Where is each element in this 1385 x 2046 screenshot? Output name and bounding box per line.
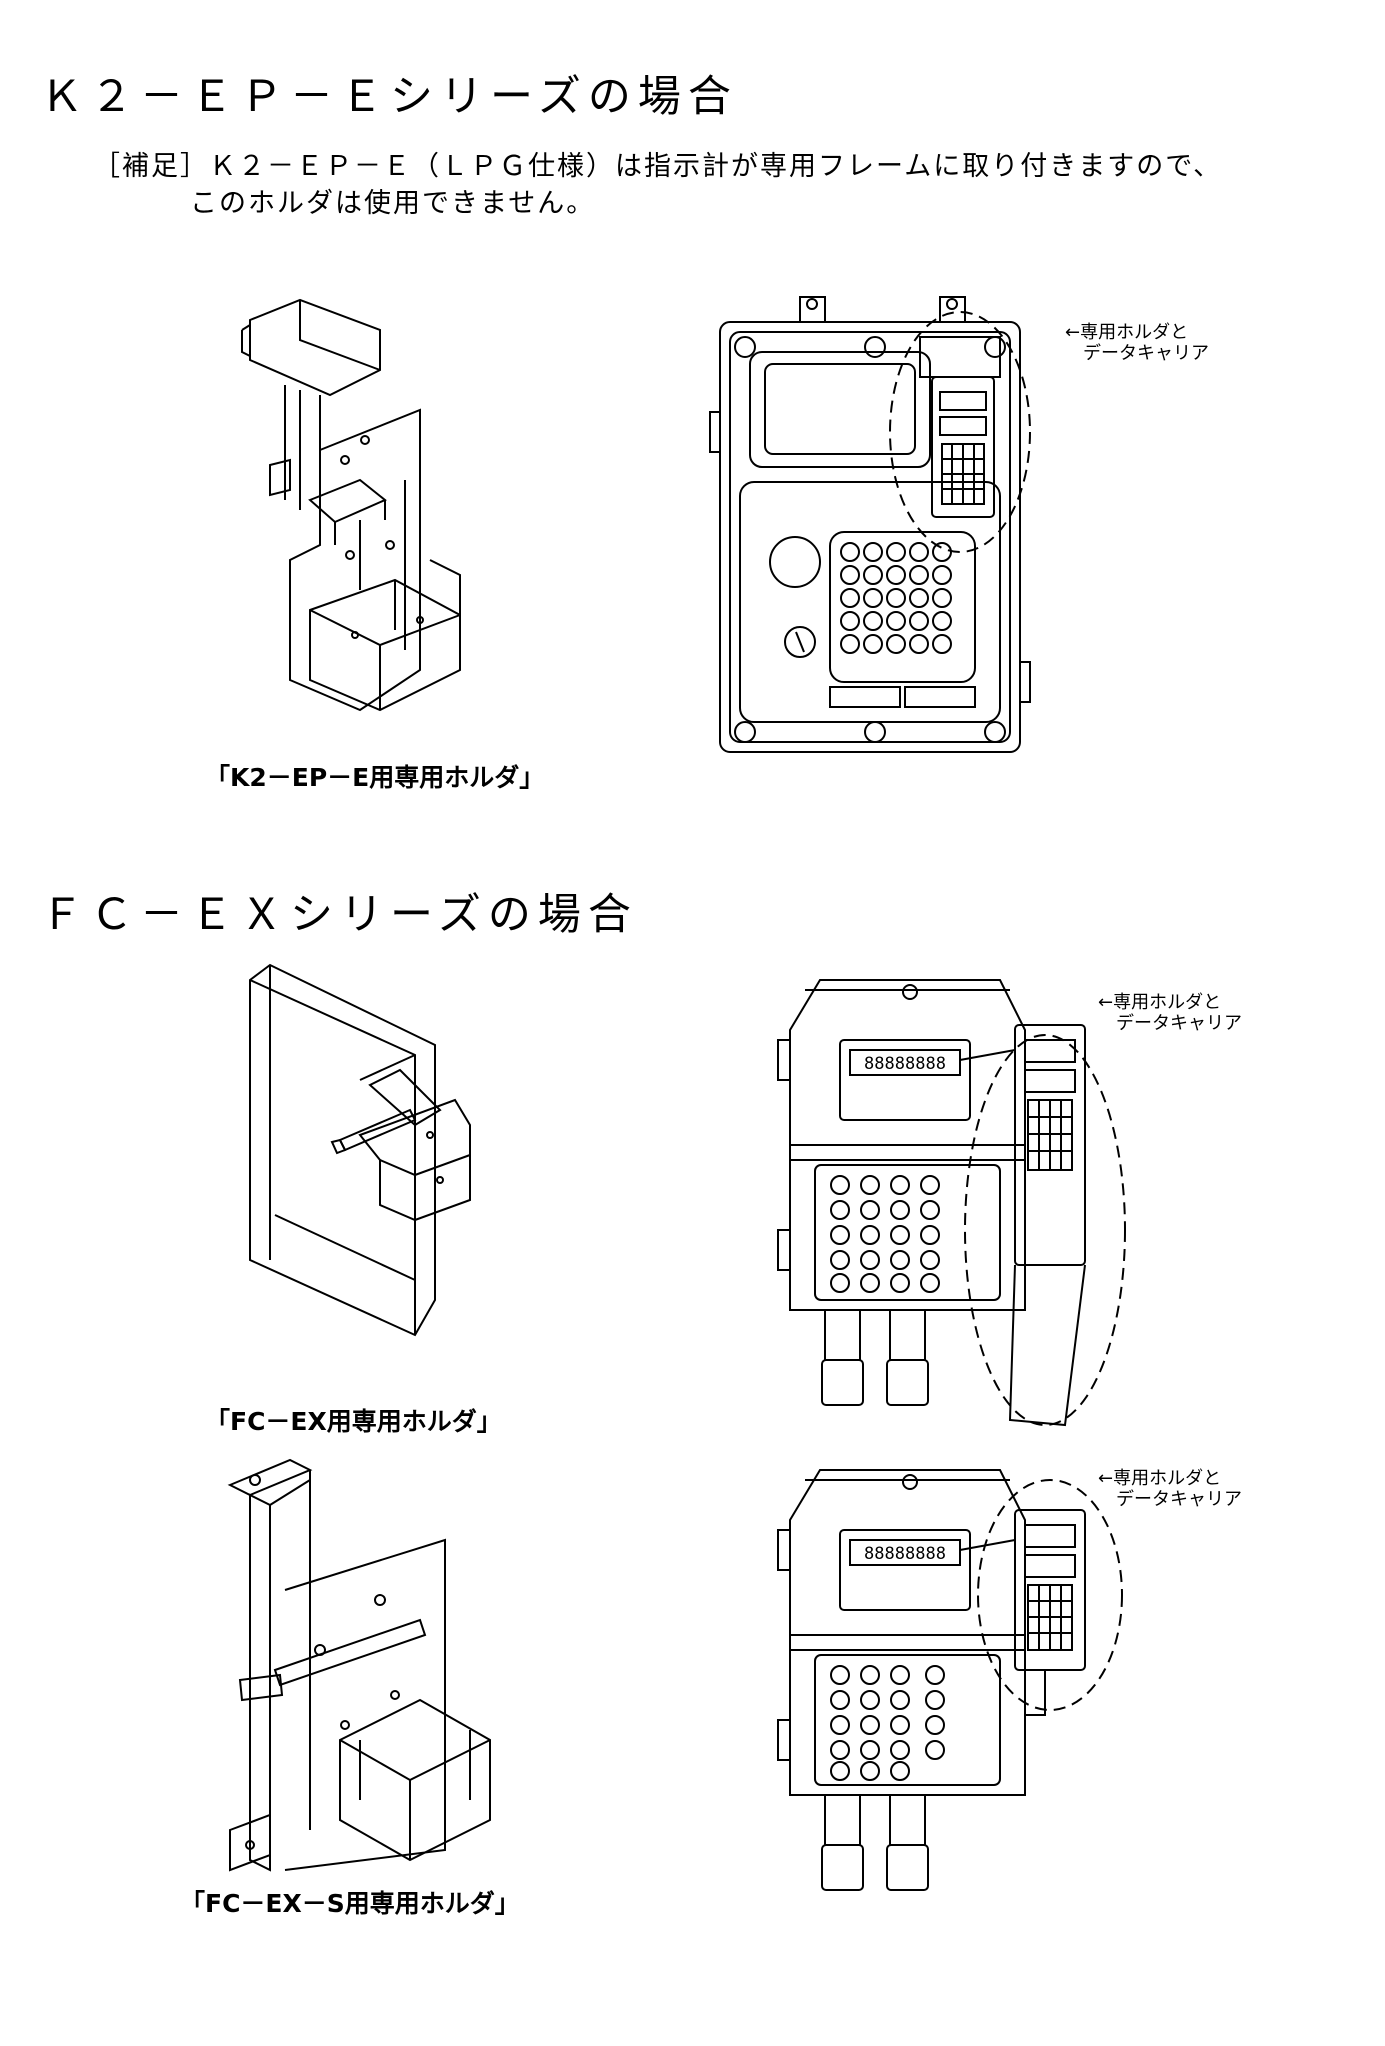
k2-carrier-callout: ←専用ホルダと データキャリア: [1065, 322, 1209, 364]
arrow-left-icon: ←: [1098, 1468, 1114, 1489]
arrow-left-icon: ←: [1098, 992, 1114, 1013]
arrow-left-icon: ←: [1065, 322, 1081, 343]
fc-holder-drawing: [240, 960, 480, 1360]
fcs-callout-line1: 専用ホルダと: [1113, 1468, 1222, 1489]
k2-button-grid: [841, 543, 951, 653]
fcs-callout-line2: データキャリア: [1116, 1489, 1242, 1510]
fc-section-heading: ＦＣ－ＥＸシリーズの場合: [40, 890, 638, 940]
fcs-holder-caption: 「FC－EX－S用専用ホルダ」: [180, 1889, 520, 1918]
k2-holder-drawing: [230, 290, 520, 740]
fc-callout-line2: データキャリア: [1116, 1013, 1242, 1034]
k2-section-heading: Ｋ２－ＥＰ－Ｅシリーズの場合: [40, 72, 738, 122]
fc-holder-caption: 「FC－EX用専用ホルダ」: [205, 1407, 502, 1436]
k2-callout-line2: データキャリア: [1083, 343, 1209, 364]
fc-callout-line1: 専用ホルダと: [1113, 992, 1222, 1013]
fcs-device-drawing: 88888888: [760, 1460, 1120, 1930]
fcs-digital-display: 88888888: [864, 1544, 946, 1564]
fc-device-drawing: 88888888: [760, 970, 1120, 1440]
k2-supplement-note-line1: ［補足］Ｋ２－ＥＰ－Ｅ（ＬＰＧ仕様）は指示計が専用フレームに取り付きますので、: [93, 151, 1223, 182]
k2-callout-line1: 専用ホルダと: [1080, 322, 1189, 343]
k2-holder-caption: 「K2－EP－E用専用ホルダ」: [205, 763, 545, 792]
fcs-holder-drawing: [210, 1450, 520, 1870]
fc-data-carrier: [960, 1025, 1085, 1425]
k2-device-drawing: [700, 282, 1060, 772]
fcs-data-carrier: [960, 1510, 1085, 1715]
fc-digital-display: 88888888: [864, 1054, 946, 1074]
fc-button-grid: [831, 1176, 939, 1292]
fcs-carrier-callout: ←専用ホルダと データキャリア: [1098, 1468, 1242, 1510]
fc-carrier-callout: ←専用ホルダと データキャリア: [1098, 992, 1242, 1034]
fcs-button-grid: [831, 1666, 944, 1780]
k2-data-carrier: [920, 337, 1000, 517]
k2-supplement-note-line2: このホルダは使用できません。: [190, 188, 596, 219]
